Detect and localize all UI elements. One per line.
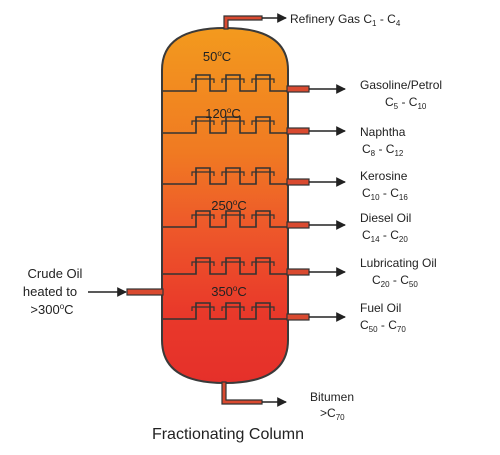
gas-outlet-pipe: [223, 15, 263, 30]
bubble-cap: [221, 261, 245, 266]
bubble-cap: [221, 78, 245, 83]
bubble-cap: [251, 306, 275, 311]
tray-3: [163, 167, 287, 185]
tray-6: [163, 302, 287, 320]
temp-label-4: 350oC: [211, 284, 247, 299]
temp-label-1: 50oC: [203, 49, 231, 64]
diagram-title: Fractionating Column: [152, 426, 304, 443]
bubble-cap: [221, 120, 245, 125]
bubble-cap: [221, 214, 245, 219]
feed-label-line2: heated to: [23, 284, 77, 299]
bubble-cap: [251, 214, 275, 219]
tray-4: [163, 210, 287, 228]
product-name-naphtha: Naphtha: [360, 125, 406, 139]
outlet-pipe-6: [286, 313, 310, 321]
feed-label-line3: >300oC: [30, 302, 73, 317]
product-range-gasoline: C5 - C10: [385, 95, 427, 111]
product-range-naphtha: C8 - C12: [362, 142, 404, 158]
product-range-fuel-oil: C50 - C70: [360, 318, 406, 334]
outlet-pipe-5: [286, 268, 310, 276]
bubble-cap: [191, 120, 215, 125]
bubble-cap: [251, 171, 275, 176]
residue-name-bitumen: Bitumen: [310, 390, 354, 404]
tray-5: [163, 257, 287, 275]
bubble-cap: [191, 78, 215, 83]
bubble-cap: [251, 261, 275, 266]
feed-label-line1: Crude Oil: [28, 266, 83, 281]
outlet-pipe-2: [286, 127, 310, 135]
product-label-refinery-gas: Refinery Gas C1 - C4: [290, 12, 401, 28]
outlet-pipe-3: [286, 178, 310, 186]
bubble-cap: [191, 306, 215, 311]
residue-range-bitumen: >C70: [320, 406, 345, 422]
bubble-cap: [191, 214, 215, 219]
bubble-cap: [221, 171, 245, 176]
product-name-fuel-oil: Fuel Oil: [360, 301, 401, 315]
bubble-cap: [251, 120, 275, 125]
temp-label-2: 120oC: [205, 106, 241, 121]
product-range-kerosine: C10 - C16: [362, 186, 408, 202]
product-range-lubricating: C20 - C50: [372, 273, 418, 289]
bitumen-outlet-pipe: [221, 381, 263, 405]
temp-label-3: 250oC: [211, 198, 247, 213]
tray-2: [163, 116, 287, 134]
tray-1: [163, 74, 287, 92]
outlet-pipe-4: [286, 221, 310, 229]
product-range-diesel: C14 - C20: [362, 228, 408, 244]
side-outlets: [286, 84, 346, 322]
product-name-kerosine: Kerosine: [360, 169, 408, 183]
crude-inlet-pipe: [126, 288, 164, 296]
bubble-cap: [191, 261, 215, 266]
bubble-cap: [251, 78, 275, 83]
product-name-diesel: Diesel Oil: [360, 211, 411, 225]
product-name-gasoline: Gasoline/Petrol: [360, 78, 442, 92]
trays: [163, 74, 287, 320]
bubble-cap: [191, 171, 215, 176]
bubble-cap: [221, 306, 245, 311]
product-name-lubricating: Lubricating Oil: [360, 256, 437, 270]
outlet-pipe-1: [286, 85, 310, 93]
